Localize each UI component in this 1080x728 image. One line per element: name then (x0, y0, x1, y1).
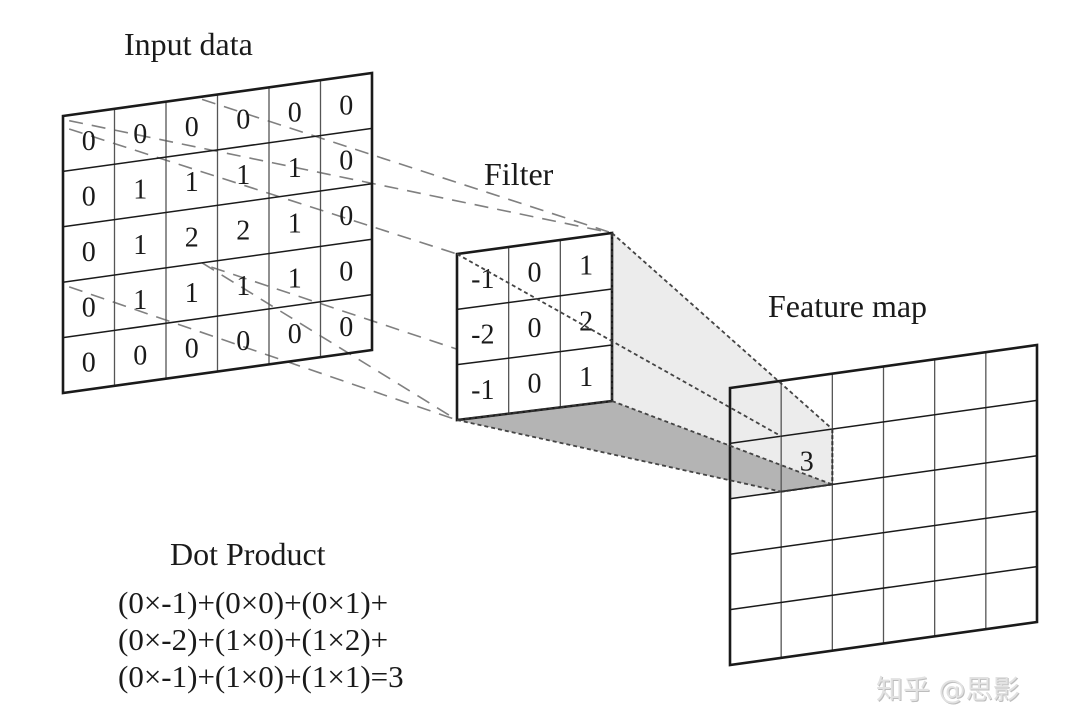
input-to-filter-dashed-line (201, 262, 458, 421)
input-cell-value: 1 (133, 174, 147, 205)
filter-to-feature-dotted-line (611, 400, 833, 486)
filter-cell-value: 0 (528, 257, 542, 288)
feature-map-row-line (729, 510, 1038, 555)
input-cell-value: 0 (339, 312, 353, 343)
input-border (61, 71, 374, 395)
input-cell-value: 1 (288, 153, 302, 184)
input-cell-value: 0 (133, 341, 147, 372)
projection-edge-dotted-line (456, 400, 613, 421)
input-row-line (62, 127, 373, 173)
input-cell-value: 0 (82, 182, 96, 213)
filter-cell-value: 0 (528, 313, 542, 344)
input-row-line (62, 293, 373, 339)
filter-cell-value: 2 (579, 306, 593, 337)
input-cell-value: 0 (82, 237, 96, 268)
input-cell-value: 1 (185, 278, 199, 309)
projection-layer (68, 98, 833, 499)
dot-product-line-2: (0×-2)+(1×0)+(1×2)+ (118, 622, 389, 657)
input-cell-value: 2 (236, 215, 250, 246)
input-cell-value: 0 (236, 105, 250, 136)
input-cell-value: 1 (288, 264, 302, 295)
input-data-label: Input data (124, 26, 253, 62)
input-to-filter-dashed-line (201, 98, 613, 234)
filter-cell-value: -1 (471, 375, 494, 406)
feature-map-row-line (729, 565, 1038, 611)
filter-cell-value: 1 (579, 250, 593, 281)
input-cell-value: 0 (339, 201, 353, 232)
input-cell-value: 0 (82, 126, 96, 157)
filter-label: Filter (484, 156, 554, 192)
input-cell-value: 1 (185, 167, 199, 198)
input-cell-value: 1 (236, 160, 250, 191)
input-cell-value: 2 (185, 223, 199, 254)
projection-bottom-face (457, 401, 833, 492)
input-cell-value: 0 (82, 292, 96, 323)
filter-to-feature-dotted-line (611, 232, 833, 430)
input-cell-value: 0 (288, 97, 302, 128)
input-data-grid: 0 0 0 0 0 0 0 1 1 1 1 0 0 1 2 2 1 0 0 1 1 1 1 0 0 0 0 0 0 0 (61, 71, 374, 395)
input-cell-value: 0 (185, 112, 199, 143)
input-to-filter-dashed-line (68, 128, 458, 255)
input-to-filter-dashed-line (68, 286, 458, 421)
input-cell-value: 0 (236, 326, 250, 357)
filter-cell-value: 0 (528, 369, 542, 400)
input-cell-value: 1 (133, 285, 147, 316)
filter-row-line (456, 344, 613, 366)
filter-background (457, 233, 612, 420)
input-cell-value: 1 (236, 271, 250, 302)
overlay-layer (456, 232, 834, 493)
input-cell-value: 0 (339, 90, 353, 121)
input-cell-value: 0 (185, 333, 199, 364)
input-row-line (62, 183, 373, 228)
filter-to-feature-dotted-line (456, 253, 782, 438)
input-cell-value: 0 (82, 348, 96, 379)
watermark: 知乎 @思影 (876, 675, 1020, 706)
input-cell-value: 1 (133, 230, 147, 261)
filter-cell-value: -2 (471, 320, 494, 351)
filter-to-feature-dotted-line (456, 419, 782, 493)
filter-row-line (456, 288, 613, 311)
dot-product-line-1: (0×-1)+(0×0)+(0×1)+ (118, 585, 389, 620)
feature-map-result-value: 3 (800, 446, 814, 477)
input-cell-value: 0 (339, 146, 353, 177)
input-cell-value: 0 (133, 119, 147, 150)
input-cell-value: 0 (288, 319, 302, 350)
input-row-line (62, 238, 373, 283)
input-cell-value: 0 (339, 256, 353, 287)
feature-map-border (728, 343, 1039, 667)
feature-map-label: Feature map (768, 288, 928, 324)
input-to-filter-dashed-line (69, 119, 613, 234)
input-cell-value: 1 (288, 208, 302, 239)
projection-edge-dotted-line (781, 483, 833, 493)
dot-product-title: Dot Product (170, 536, 326, 572)
filter-cell-value: 1 (579, 362, 593, 393)
dot-product-line-3: (0×-1)+(1×0)+(1×1)=3 (118, 659, 404, 694)
